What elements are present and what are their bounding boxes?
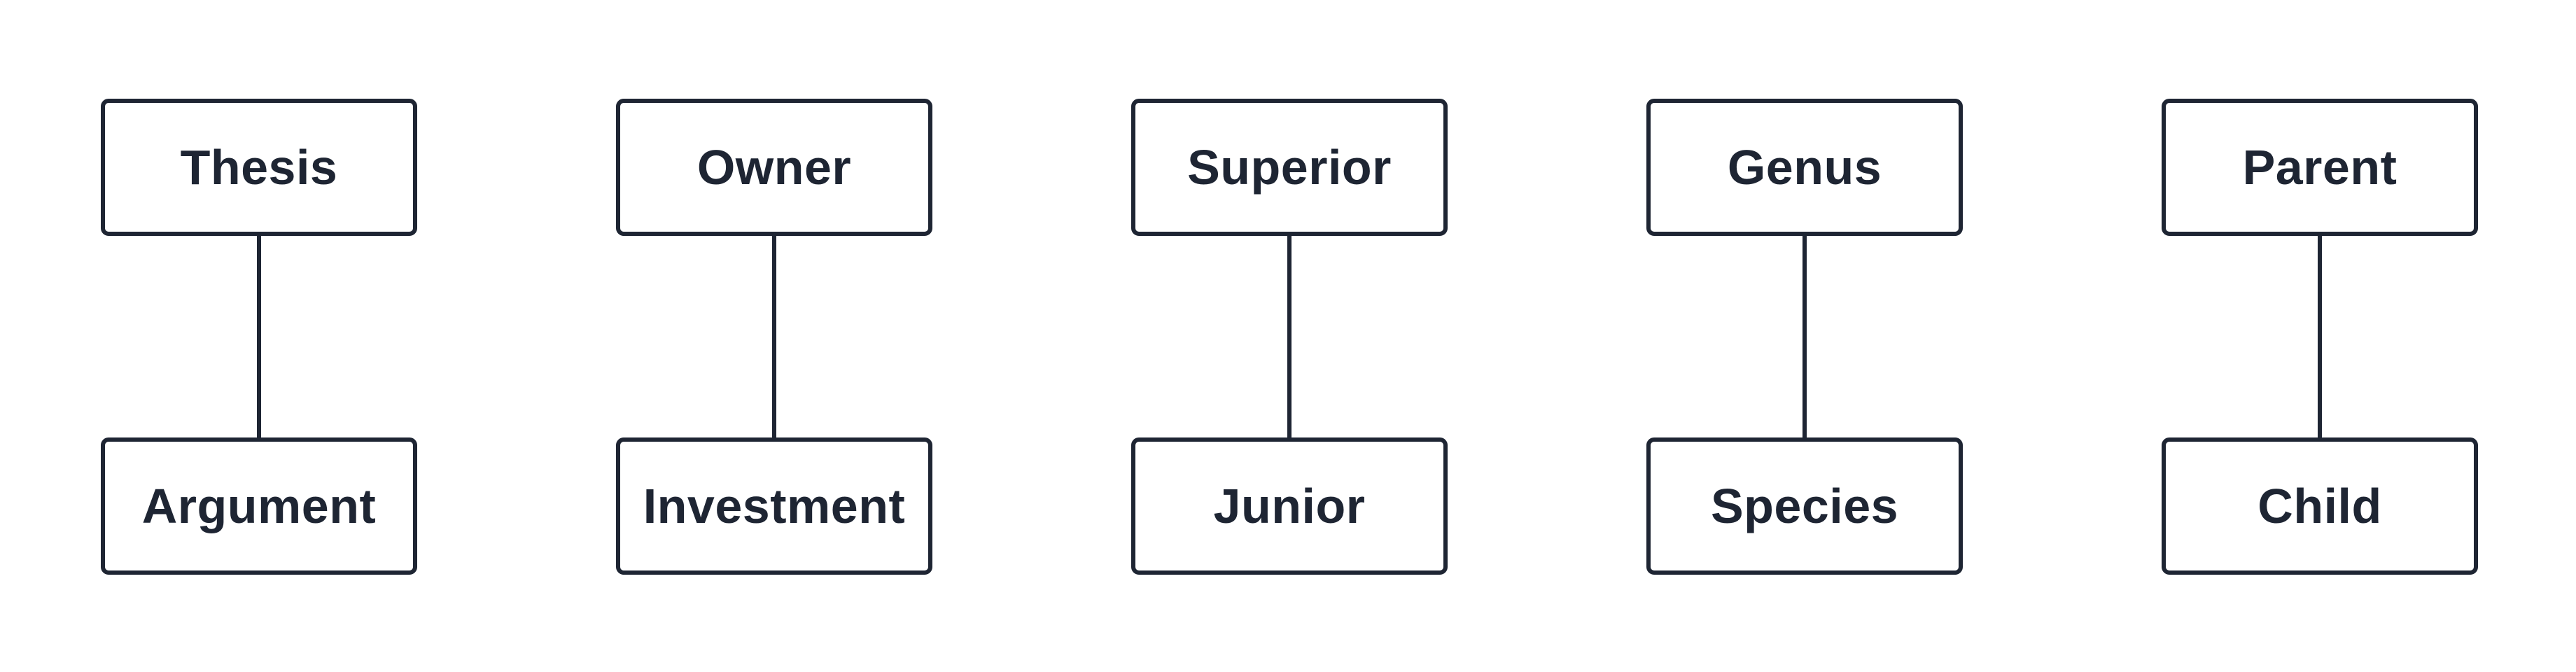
node-label: Child: [2258, 479, 2382, 533]
node-parent: Parent: [2162, 99, 2478, 236]
node-investment: Investment: [616, 438, 932, 575]
pair-genus-species: Genus Species: [1646, 99, 1963, 575]
node-label: Superior: [1187, 140, 1392, 195]
connector-line: [257, 236, 261, 438]
node-species: Species: [1646, 438, 1963, 575]
connector-line: [1287, 236, 1292, 438]
connector-line: [2318, 236, 2322, 438]
node-label: Investment: [643, 479, 906, 533]
node-label: Argument: [141, 479, 377, 533]
pair-thesis-argument: Thesis Argument: [101, 99, 417, 575]
connector-line: [772, 236, 776, 438]
node-label: Parent: [2242, 140, 2398, 195]
node-junior: Junior: [1131, 438, 1448, 575]
pair-owner-investment: Owner Investment: [616, 99, 932, 575]
node-genus: Genus: [1646, 99, 1963, 236]
pair-parent-child: Parent Child: [2162, 99, 2478, 575]
node-owner: Owner: [616, 99, 932, 236]
node-label: Thesis: [180, 140, 338, 195]
node-label: Junior: [1213, 479, 1366, 533]
node-argument: Argument: [101, 438, 417, 575]
node-label: Species: [1710, 479, 1899, 533]
node-thesis: Thesis: [101, 99, 417, 236]
node-label: Genus: [1727, 140, 1882, 195]
node-label: Owner: [696, 140, 852, 195]
pair-superior-junior: Superior Junior: [1131, 99, 1448, 575]
node-superior: Superior: [1131, 99, 1448, 236]
connector-line: [1802, 236, 1807, 438]
node-child: Child: [2162, 438, 2478, 575]
